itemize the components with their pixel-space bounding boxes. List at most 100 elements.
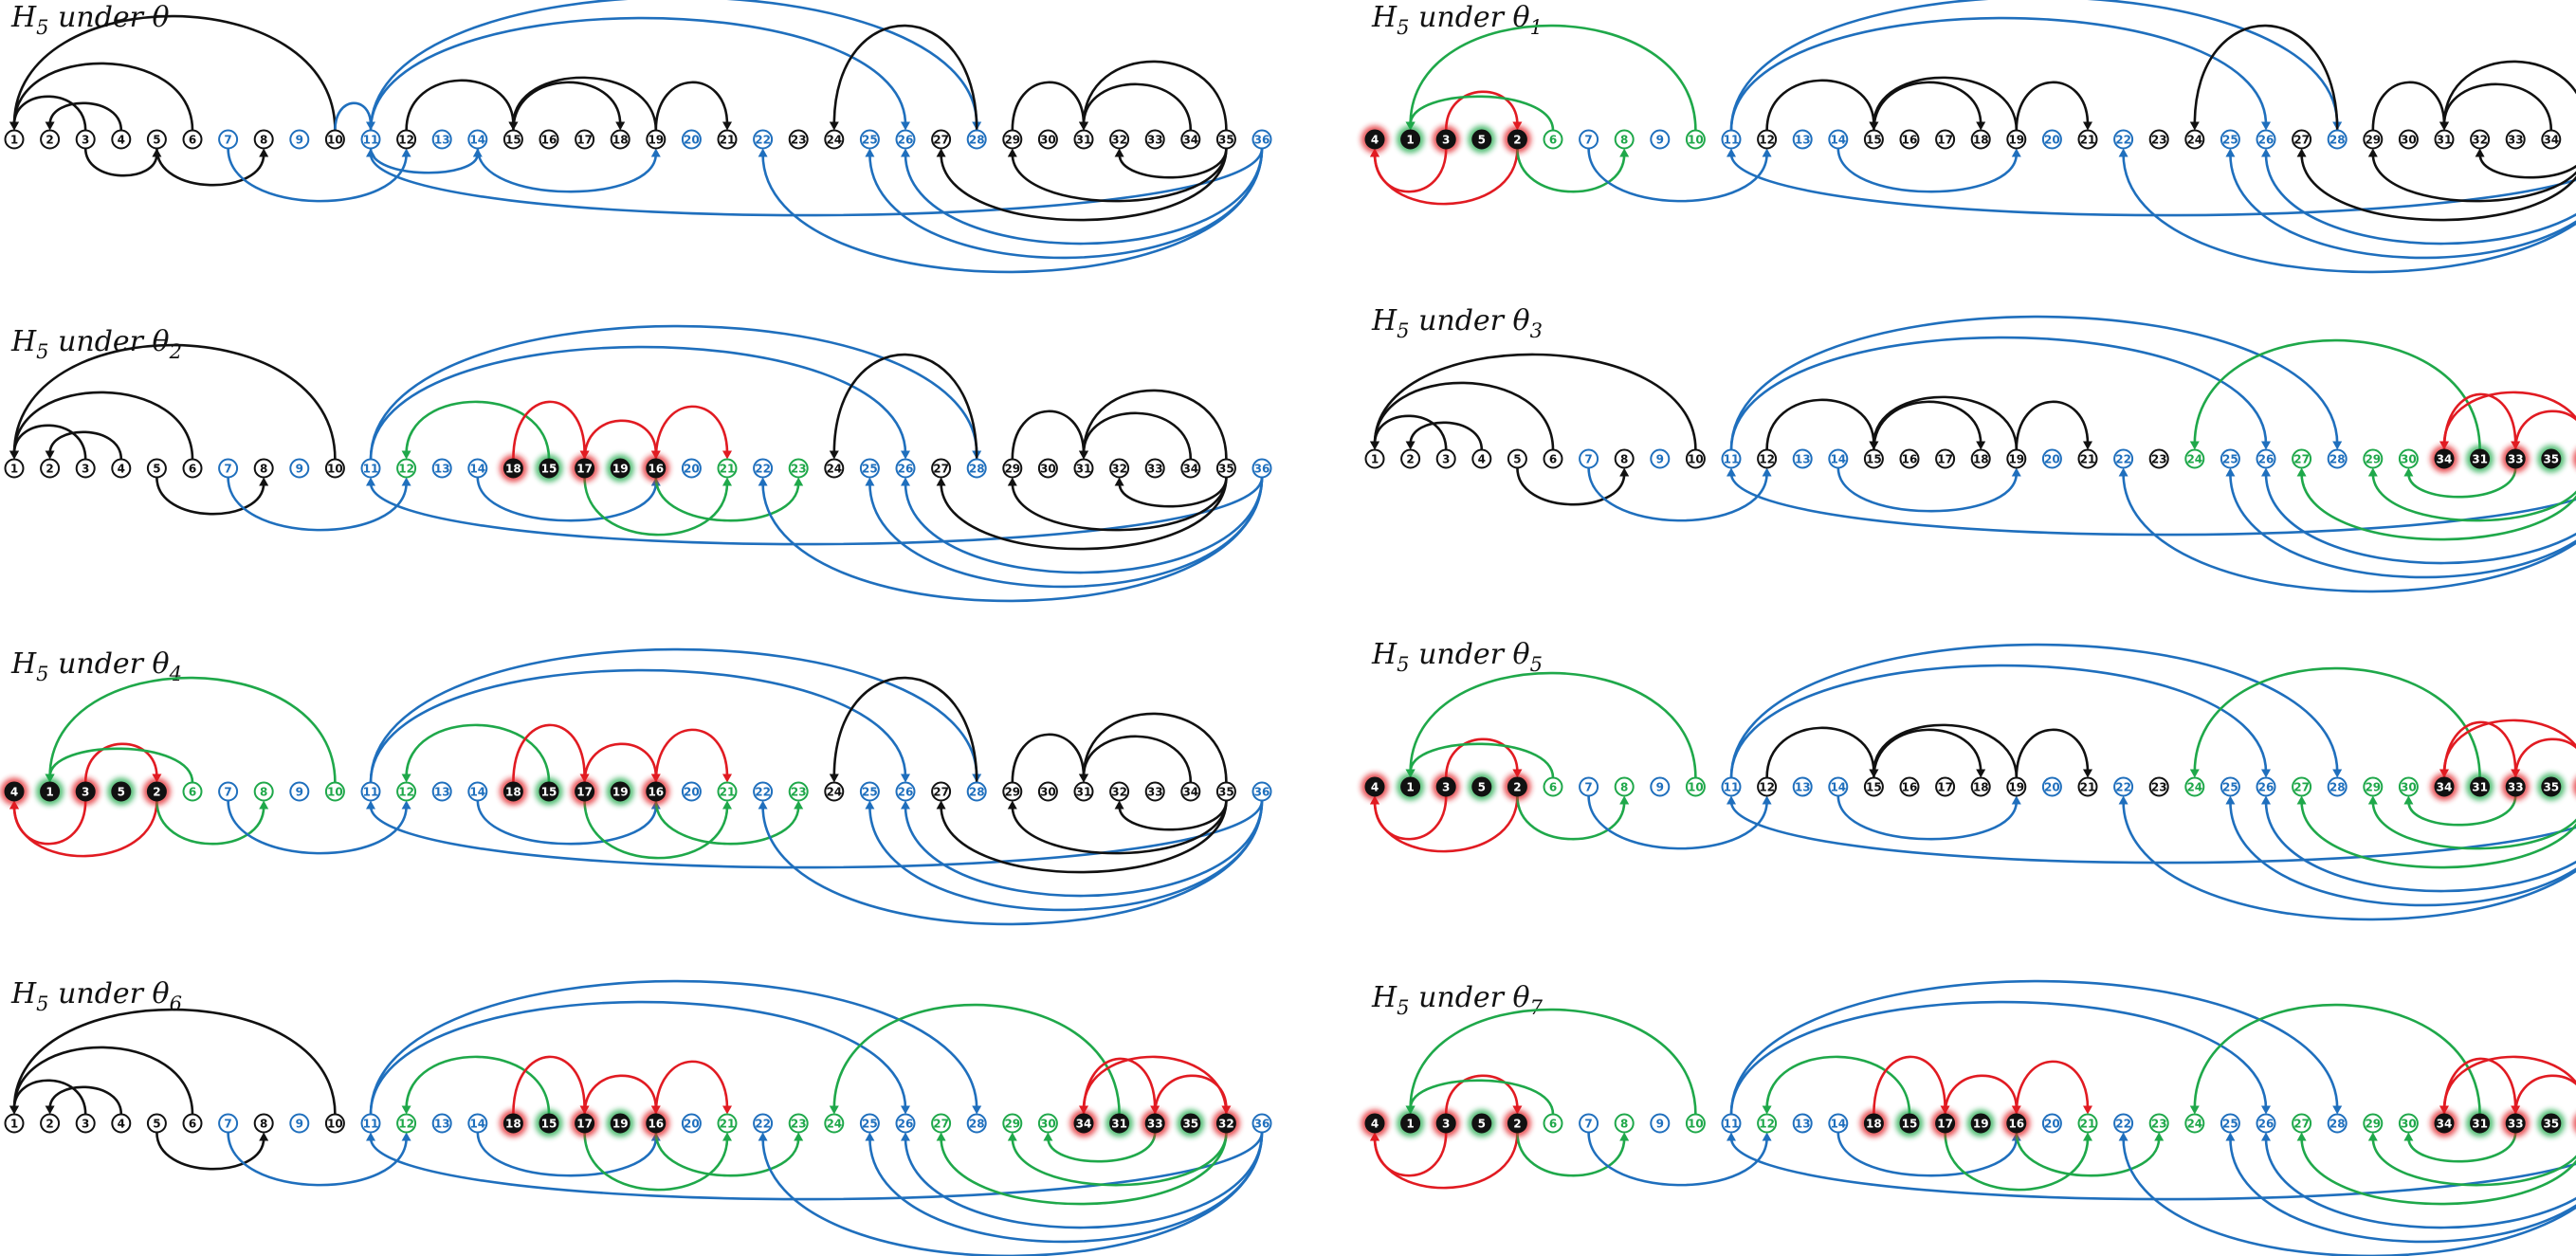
node-circle xyxy=(966,1113,987,1134)
node-highlight xyxy=(2572,778,2576,795)
node-circle xyxy=(2363,448,2384,469)
node-label: 18 xyxy=(505,786,521,799)
node-20: 20 xyxy=(681,458,702,479)
node-17: 17 xyxy=(571,777,599,806)
edge-arc-below xyxy=(227,1132,408,1187)
edge-arc-below xyxy=(12,800,87,846)
edge-arrowhead xyxy=(901,450,910,460)
node-circle xyxy=(2220,448,2240,469)
node-circle xyxy=(1650,776,1671,797)
node-19: 19 xyxy=(606,454,634,482)
edge-arrowhead xyxy=(9,450,19,460)
node-label: 21 xyxy=(720,786,736,799)
node-label: 23 xyxy=(791,463,807,476)
node-circle xyxy=(753,129,774,150)
node-13: 13 xyxy=(431,1113,452,1134)
edge-arc-below xyxy=(2264,1138,2576,1229)
node-label: 28 xyxy=(2329,453,2346,466)
node-circle xyxy=(1435,448,1456,469)
node-label: 1 xyxy=(46,786,53,799)
edge-arc-below xyxy=(904,477,1264,574)
edge-arrowhead xyxy=(936,148,946,157)
node-label: 17 xyxy=(1937,1118,1953,1131)
edge-arrowhead xyxy=(2261,795,2271,805)
edge-arrowhead xyxy=(45,1105,55,1115)
node-10: 10 xyxy=(1685,448,1706,469)
node-21: 21 xyxy=(2077,448,2098,469)
node-13: 13 xyxy=(431,458,452,479)
node-circle xyxy=(1435,1113,1456,1134)
node-30: 30 xyxy=(1037,458,1058,479)
edge-arrowhead xyxy=(1976,769,1986,778)
edge-arrowhead xyxy=(45,450,55,460)
node-label: 4 xyxy=(118,463,125,476)
node-2: 2 xyxy=(142,777,171,806)
node-18: 18 xyxy=(1970,776,1991,797)
node-label: 9 xyxy=(1656,453,1664,466)
node-label: 12 xyxy=(398,786,414,799)
node-label: 17 xyxy=(1937,781,1953,794)
edge-arc-below xyxy=(2300,154,2576,222)
node-circle xyxy=(1471,1113,1492,1134)
node-label: 3 xyxy=(1442,781,1450,794)
node-circle xyxy=(717,458,738,479)
edge-arrowhead xyxy=(9,1105,19,1115)
node-label: 10 xyxy=(1688,1118,1704,1131)
edge-arc-above xyxy=(2442,391,2576,445)
edge-arc-above xyxy=(1765,1055,1911,1115)
node-13: 13 xyxy=(431,129,452,150)
node-22: 22 xyxy=(753,129,774,150)
edge-arrowhead xyxy=(401,148,411,157)
node-label: 32 xyxy=(1218,1118,1234,1131)
node-label: 27 xyxy=(933,1118,949,1131)
node-label: 1 xyxy=(1406,1118,1414,1131)
node-label: 4 xyxy=(10,786,18,799)
node-circle xyxy=(1579,129,1599,150)
node-13: 13 xyxy=(1792,129,1813,150)
node-35: 35 xyxy=(2537,1109,2566,1138)
node-19: 19 xyxy=(606,1109,634,1138)
node-label: 29 xyxy=(1004,463,1020,476)
edge-arrowhead xyxy=(2083,441,2092,450)
node-21: 21 xyxy=(2077,1113,2098,1134)
node-label: 30 xyxy=(2401,1118,2417,1131)
node-18: 18 xyxy=(499,777,527,806)
node-circle xyxy=(111,458,132,479)
edge-arrowhead xyxy=(829,1105,839,1115)
node-label: 22 xyxy=(755,1118,771,1131)
node-27: 27 xyxy=(931,458,952,479)
node-circle xyxy=(1614,776,1635,797)
node-32: 32 xyxy=(1109,458,1130,479)
edge-arrowhead xyxy=(2367,148,2378,157)
node-34: 34 xyxy=(2430,445,2458,473)
edge-arc-below xyxy=(2407,1132,2517,1163)
node-14: 14 xyxy=(467,129,488,150)
node-label: 20 xyxy=(684,786,700,799)
node-36: 36 xyxy=(1251,129,1272,150)
node-2: 2 xyxy=(1503,125,1531,154)
node-label: 11 xyxy=(1724,453,1740,466)
node-circle xyxy=(2541,129,2562,150)
node-34: 34 xyxy=(2541,129,2562,150)
edge-arrowhead xyxy=(2189,769,2200,778)
node-circle xyxy=(1215,458,1236,479)
node-circle xyxy=(289,458,310,479)
edge-arc-above xyxy=(369,668,907,783)
edge-arc-below xyxy=(369,148,480,174)
title-main: H xyxy=(1371,981,1398,1014)
edge-arc-above xyxy=(1373,414,1448,450)
edge-arc-above xyxy=(1729,664,2268,778)
node-label: 24 xyxy=(2186,134,2202,147)
node-circle xyxy=(1400,448,1421,469)
edge-arc-below xyxy=(2229,473,2576,579)
node-label: 12 xyxy=(398,134,414,147)
edge-arc-above xyxy=(12,1046,194,1115)
node-circle xyxy=(539,458,559,479)
node-label: 34 xyxy=(2437,1118,2453,1131)
edge-arrowhead xyxy=(152,148,162,157)
node-label: 13 xyxy=(1795,781,1811,794)
node-label: 4 xyxy=(118,134,125,147)
node-label: 36 xyxy=(1254,786,1270,799)
node-circle xyxy=(966,781,987,802)
